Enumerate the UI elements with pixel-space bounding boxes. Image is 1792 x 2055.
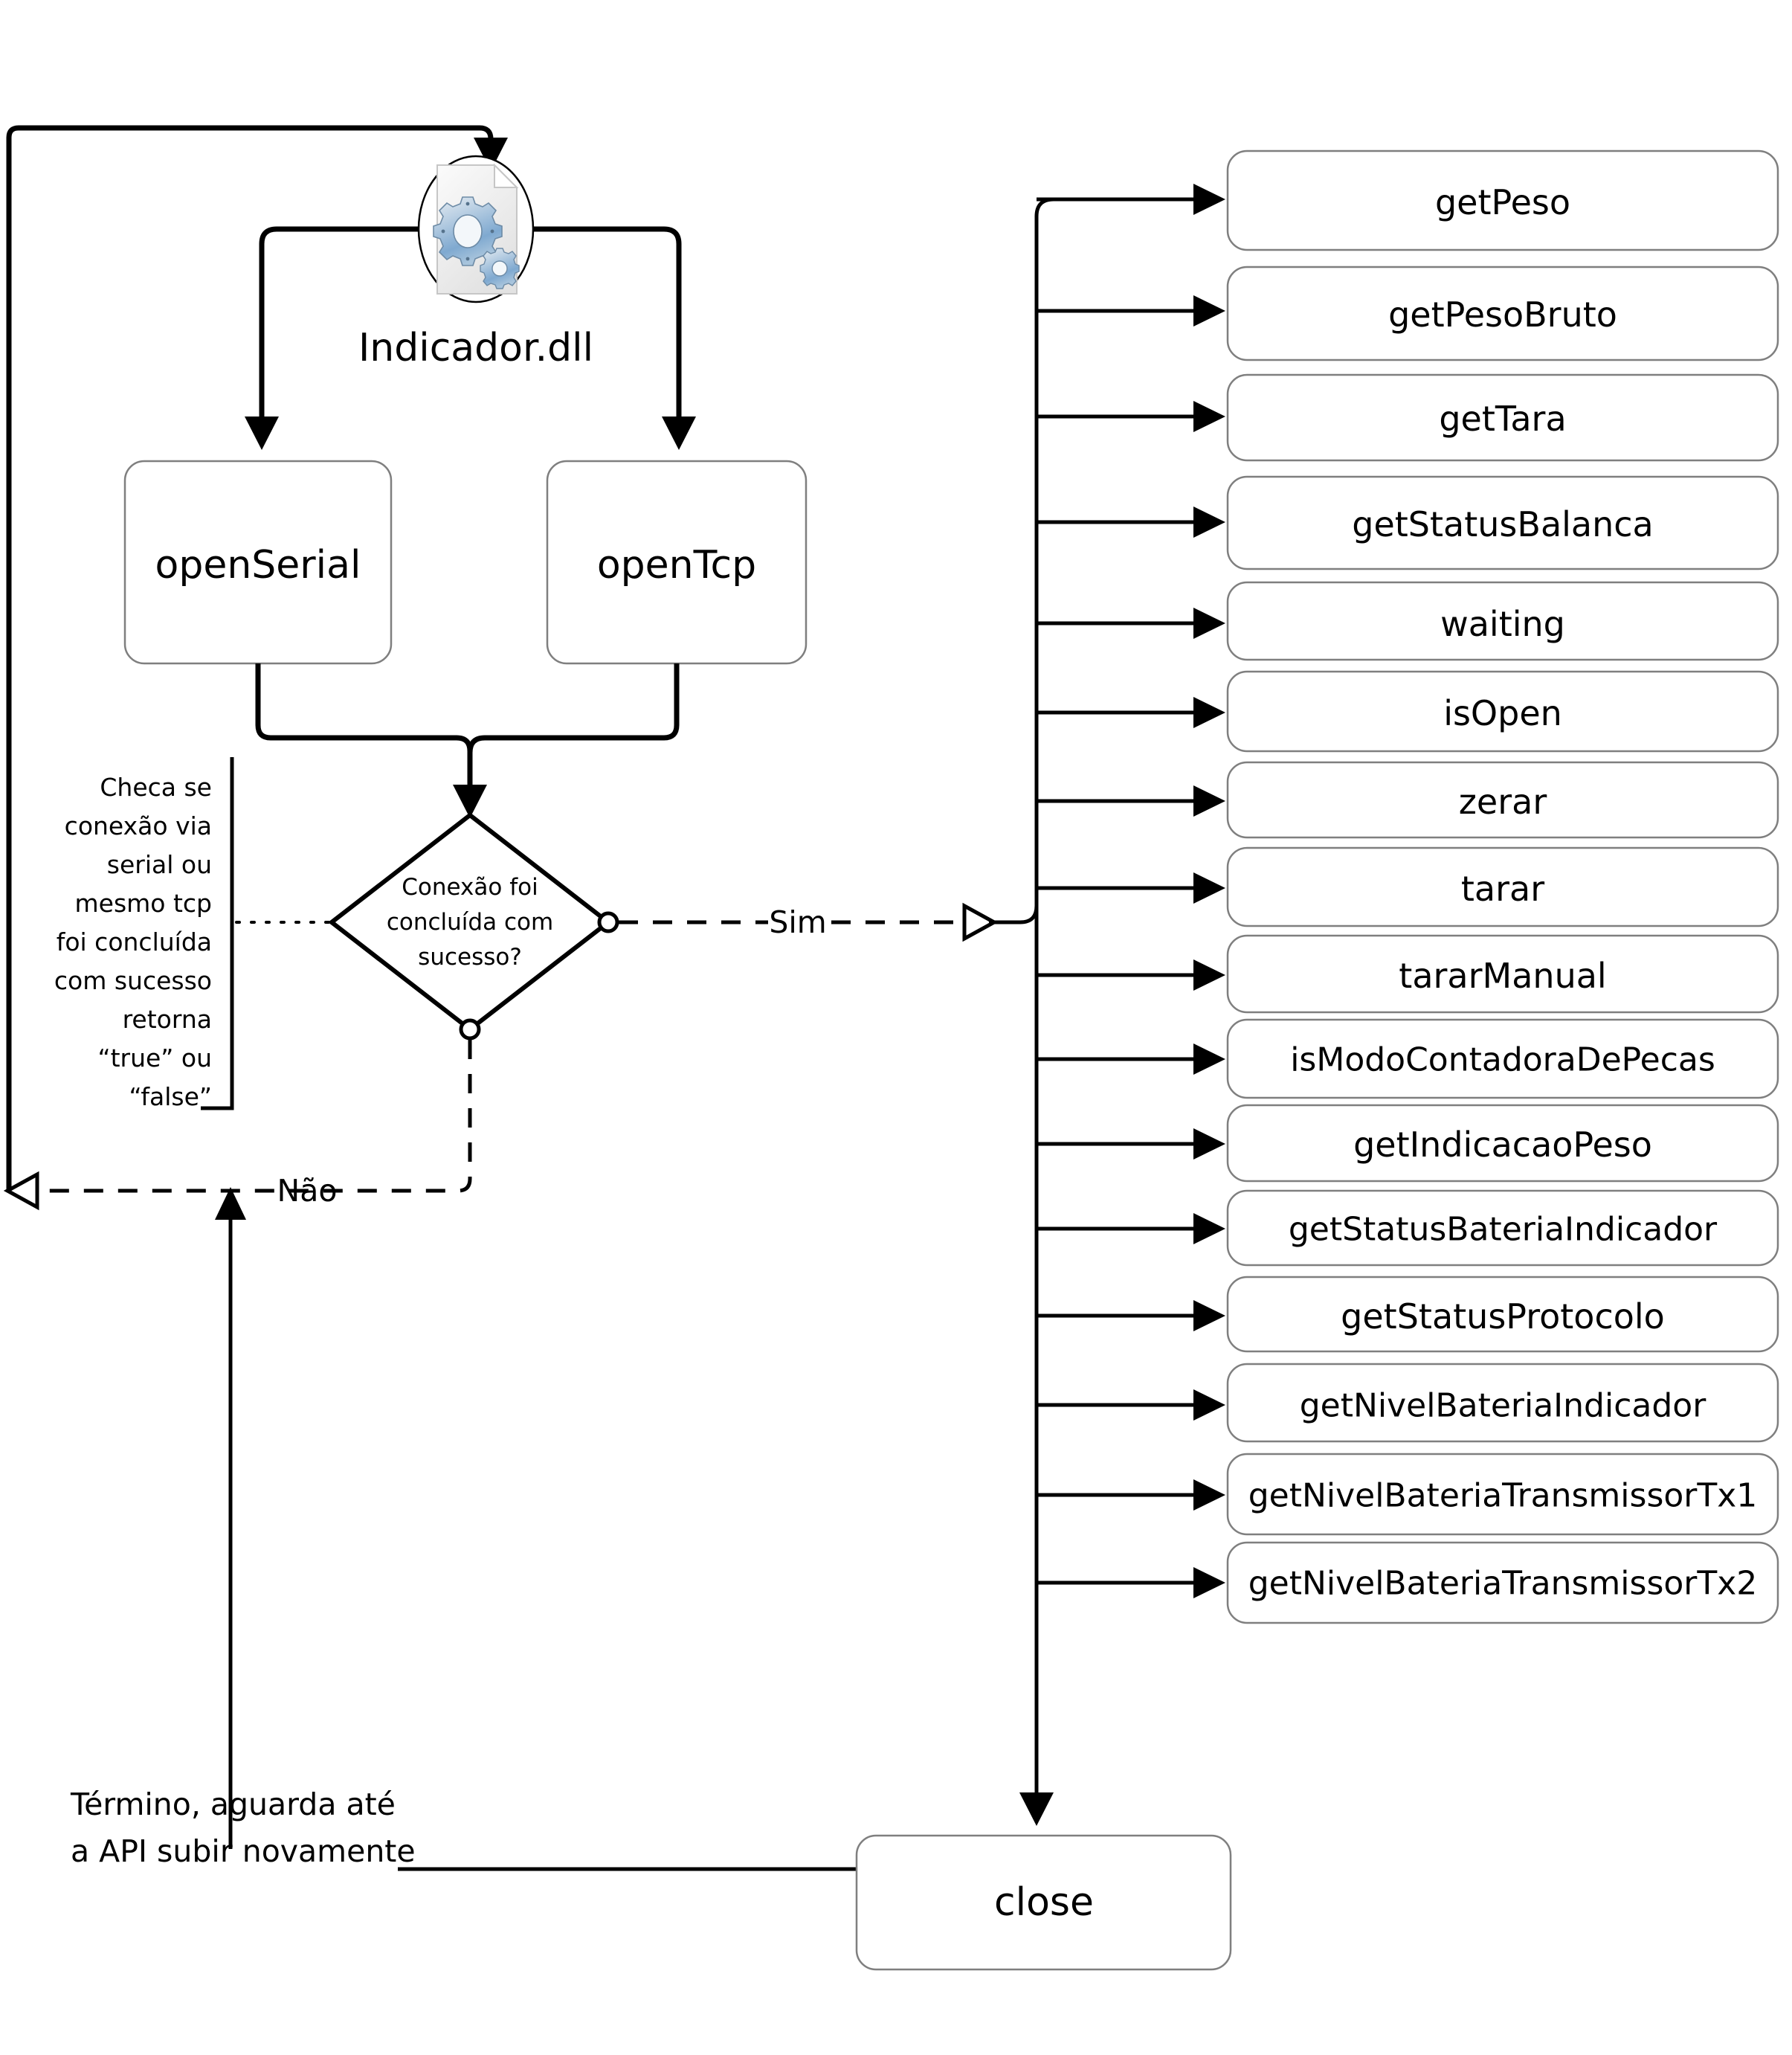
openserial-to-decision-line (255, 663, 473, 792)
node-function-10[interactable] (1226, 1104, 1779, 1183)
node-function-4-label: waiting (1440, 604, 1565, 644)
node-function-7[interactable] (1226, 846, 1779, 927)
node-function-1-label: getPesoBruto (1388, 295, 1617, 335)
yes-branch-label: Sim (769, 904, 826, 940)
decision-arrowhead (453, 785, 487, 818)
decision-label-line2: concluída com (387, 909, 553, 936)
node-function-3[interactable] (1226, 475, 1779, 570)
node-function-1[interactable] (1226, 266, 1779, 361)
fn-arrowhead-1 (1193, 295, 1225, 327)
node-function-4[interactable] (1226, 581, 1779, 661)
fn-arrowhead-6 (1193, 785, 1225, 817)
loopback-arrowhead (474, 138, 508, 171)
fn-arrowhead-7 (1193, 872, 1225, 904)
fn-arrowhead-3 (1193, 506, 1225, 538)
decision-port-bottom (459, 1018, 481, 1041)
function-box-list: getPeso getPesoBruto getTara getStatusBa… (1037, 149, 1779, 1624)
close-arrowhead (1019, 1792, 1054, 1826)
node-function-5[interactable] (1226, 670, 1779, 753)
annotation-text: Checa se conexão via serial ou mesmo tcp… (54, 773, 212, 1111)
annotation-line-0: Checa se (100, 773, 212, 802)
node-function-2-label: getTara (1439, 399, 1566, 439)
node-function-10-label: getIndicacaoPeso (1353, 1125, 1652, 1165)
annotation-line-2: serial ou (107, 850, 212, 879)
annotation-line-3: mesmo tcp (75, 889, 213, 918)
node-function-9-label: isModoContadoraDePecas (1290, 1041, 1715, 1079)
opentcp-to-decision-line (467, 663, 680, 792)
fn-arrowhead-10 (1193, 1128, 1225, 1160)
fn-arrowhead-11 (1193, 1213, 1225, 1244)
node-function-8-label: tararManual (1399, 956, 1606, 996)
node-function-8[interactable] (1226, 934, 1779, 1014)
annotation-line-5: com sucesso (54, 966, 212, 995)
yes-branch-arrowhead (962, 902, 999, 942)
node-close[interactable] (855, 1834, 1232, 1971)
decision-port-right (597, 911, 619, 933)
node-function-0-label: getPeso (1435, 182, 1570, 222)
termino-line1: Término, aguarda até (70, 1787, 396, 1822)
dll-to-openserial-line (259, 226, 419, 428)
node-openserial-label: openSerial (155, 543, 361, 588)
node-close-label: close (994, 1880, 1094, 1925)
fn-arrowhead-5 (1193, 697, 1225, 728)
termino-arrowhead (215, 1187, 246, 1220)
decision-label-line1: Conexão foi (402, 874, 538, 901)
node-function-5-label: isOpen (1443, 693, 1562, 733)
no-branch-dashed (30, 1040, 472, 1193)
node-function-12-label: getStatusProtocolo (1341, 1296, 1665, 1337)
node-function-0[interactable] (1226, 149, 1779, 251)
dll-to-opentcp-line (533, 226, 682, 428)
node-function-14-label: getNivelBateriaTransmissorTx1 (1248, 1477, 1758, 1515)
node-function-13-label: getNivelBateriaIndicador (1300, 1387, 1706, 1425)
function-trunk-line-upper (1034, 197, 1160, 922)
node-function-15-label: getNivelBateriaTransmissorTx2 (1248, 1565, 1758, 1603)
dll-gears-document-icon (433, 163, 520, 295)
node-function-3-label: getStatusBalanca (1352, 504, 1653, 544)
loopback-to-dll-line (6, 125, 494, 1192)
yes-to-trunk-line (989, 905, 1039, 924)
fn-arrowhead-8 (1193, 959, 1225, 991)
annotation-line-8: “false” (129, 1082, 212, 1111)
node-function-13[interactable] (1226, 1363, 1779, 1443)
annotation-line-1: conexão via (65, 811, 212, 840)
openserial-arrowhead (245, 417, 279, 450)
annotation-bracket (201, 757, 234, 1110)
annotation-line-7: “true” ou (97, 1043, 212, 1072)
fn-arrowhead-15 (1193, 1567, 1225, 1598)
node-function-7-label: tarar (1461, 869, 1544, 909)
fn-arrowhead-12 (1193, 1300, 1225, 1331)
node-function-9[interactable] (1226, 1018, 1779, 1099)
decision-label-line3: sucesso? (418, 944, 522, 971)
node-function-11-label: getStatusBateriaIndicador (1289, 1211, 1718, 1249)
node-function-6-label: zerar (1459, 782, 1547, 822)
node-function-11[interactable] (1226, 1189, 1779, 1267)
fn-arrowhead-9 (1193, 1043, 1225, 1075)
node-function-6[interactable] (1226, 761, 1779, 839)
dll-label: Indicador.dll (358, 326, 593, 370)
node-function-15[interactable] (1226, 1541, 1779, 1624)
opentcp-arrowhead (662, 417, 696, 450)
node-opentcp-label: openTcp (597, 543, 756, 588)
no-branch-label: Não (277, 1173, 338, 1209)
fn-arrowhead-0 (1193, 184, 1225, 215)
annotation-line-4: foi concluída (57, 927, 212, 956)
fn-arrowhead-14 (1193, 1479, 1225, 1511)
annotation-line-6: retorna (123, 1005, 212, 1034)
node-function-2[interactable] (1226, 373, 1779, 462)
fn-arrowhead-2 (1193, 401, 1225, 432)
node-function-14[interactable] (1226, 1453, 1779, 1536)
fn-arrowhead-13 (1193, 1389, 1225, 1421)
termino-line2: a API subir novamente (71, 1833, 416, 1869)
no-branch-arrowhead (3, 1171, 39, 1211)
fn-arrowhead-4 (1193, 608, 1225, 639)
node-function-12[interactable] (1226, 1276, 1779, 1353)
